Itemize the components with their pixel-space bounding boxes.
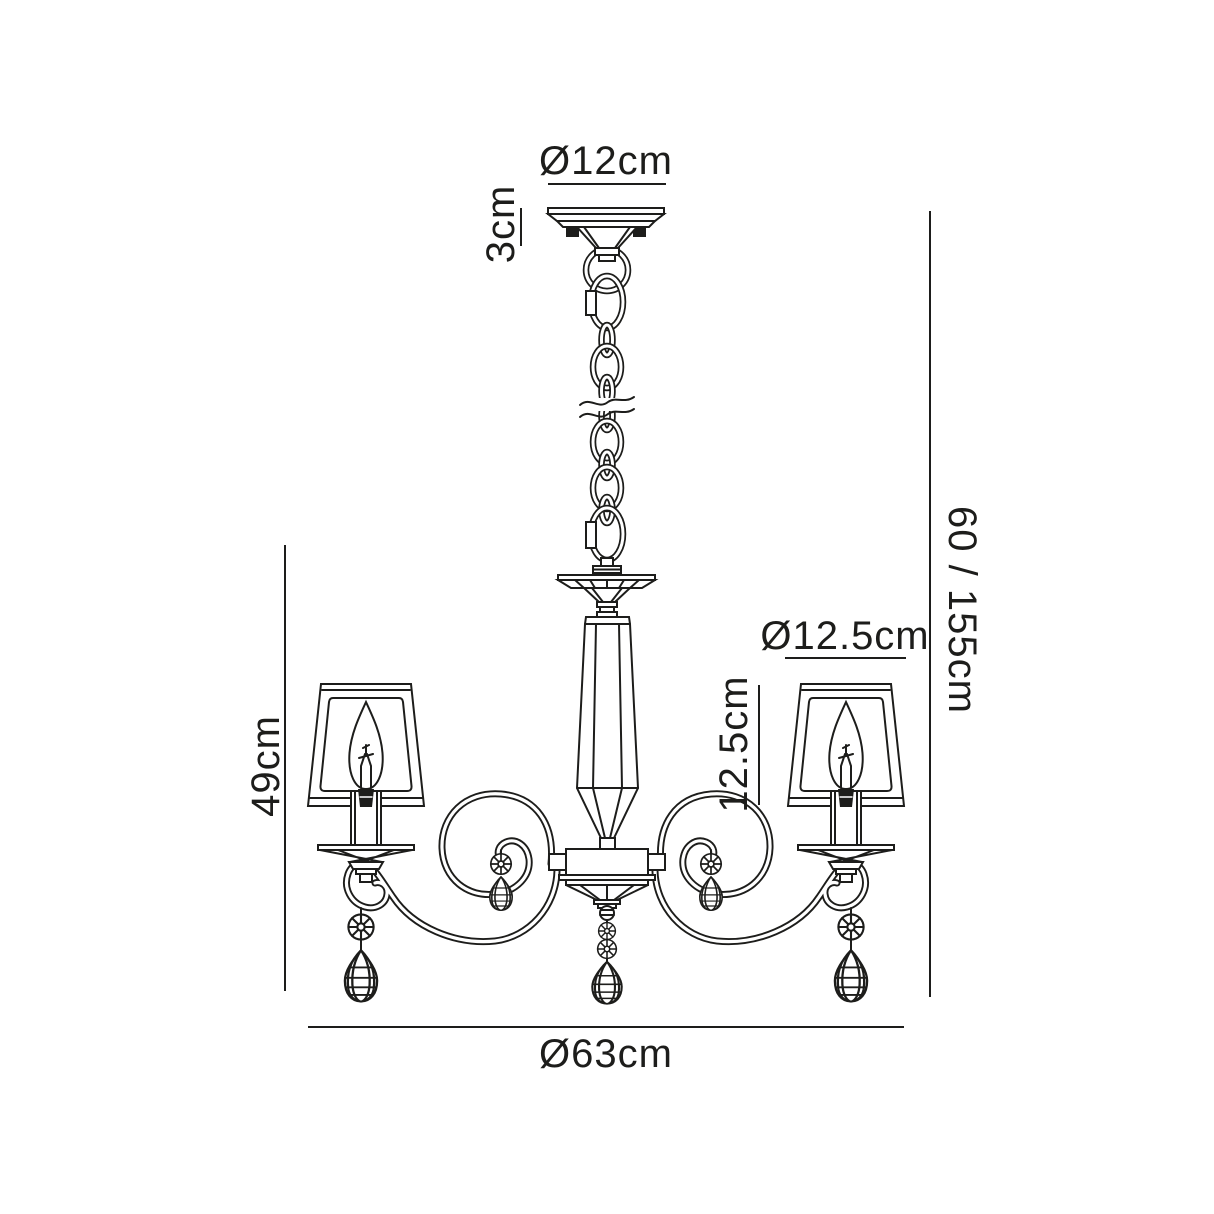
arm-crystals (343, 849, 869, 1003)
rosette-bead (837, 913, 865, 941)
dim-label-shade-height: 12.5cm (712, 675, 756, 813)
rosette-bead (489, 852, 513, 876)
rosette-bead (347, 913, 375, 941)
ceiling-canopy (545, 207, 667, 262)
chain-break-mark (579, 396, 635, 406)
rosette-bead (596, 938, 618, 960)
teardrop-crystal (488, 876, 514, 912)
crystal-column (575, 616, 640, 850)
chain-break-gap (582, 398, 632, 411)
arm-socket (548, 853, 567, 871)
canopy-screw (566, 227, 579, 237)
chain-break-mark (579, 408, 635, 418)
teardrop-crystal (343, 949, 379, 1003)
suspension-chain (579, 245, 635, 578)
right-lamp (787, 683, 905, 883)
teardrop-crystal (591, 960, 623, 1005)
carabiner-latch (585, 290, 597, 316)
teardrop-crystal (833, 949, 869, 1003)
dim-label-drop-height: 60 / 155cm (940, 506, 984, 714)
dim-label-shade-diameter: Ø12.5cm (760, 614, 930, 658)
arm-socket (647, 853, 666, 871)
canopy-screw (633, 227, 646, 237)
dim-label-canopy-diameter: Ø12cm (539, 139, 673, 183)
dim-label-body-height: 49cm (244, 715, 288, 817)
carabiner-latch (585, 521, 597, 549)
left-lamp (307, 683, 425, 883)
dimension-lines (284, 183, 931, 1028)
dim-label-canopy-height: 3cm (479, 184, 523, 264)
stem-canopy (554, 574, 659, 618)
dim-label-fixture-diameter: Ø63cm (539, 1032, 673, 1076)
rosette-bead (597, 921, 617, 941)
center-body (548, 848, 666, 1005)
